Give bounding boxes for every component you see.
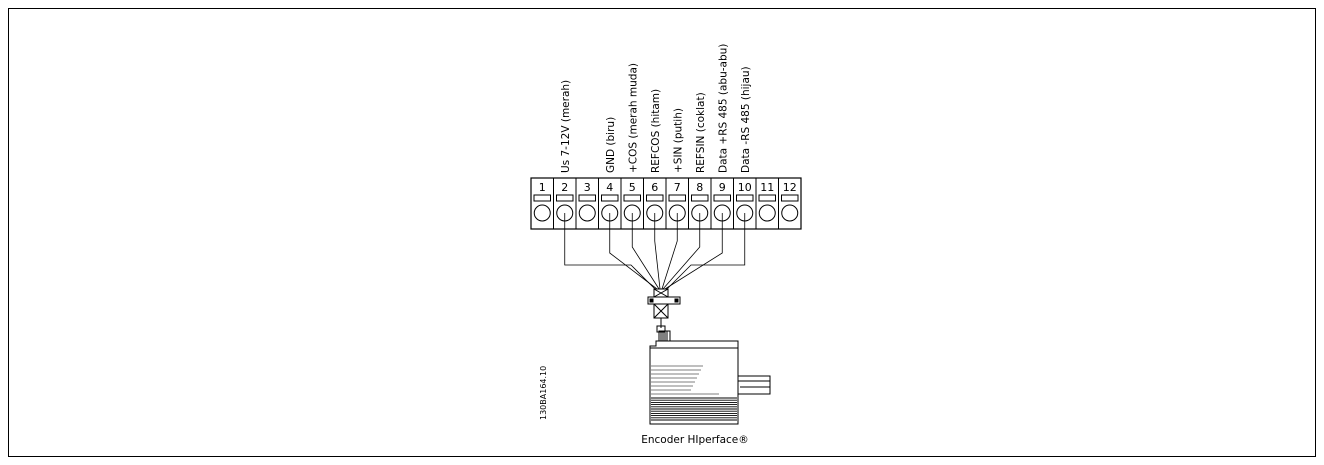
terminal-screw (533, 204, 551, 222)
figure-code: 130BA164.10 (539, 366, 548, 420)
wire-terminal-9 (664, 213, 723, 290)
terminal-label: Data -RS 485 (hijau) (740, 66, 752, 173)
terminal-clamp (601, 194, 619, 202)
wire-terminal-6 (654, 213, 661, 290)
encoder-label: Encoder HIperface® (641, 434, 749, 446)
terminal-number: 11 (760, 181, 774, 194)
terminal-clamp (781, 194, 799, 202)
encoder-body (649, 330, 771, 425)
terminal-clamp (646, 194, 664, 202)
terminal-label: REFCOS (hitam) (650, 89, 662, 173)
wire-terminal-10 (666, 213, 746, 290)
terminal-screw (578, 204, 596, 222)
terminal-number: 4 (606, 181, 613, 194)
terminal-number: 6 (651, 181, 658, 194)
terminal-label: REFSIN (coklat) (695, 92, 707, 173)
terminal-clamp (691, 194, 709, 202)
terminal-label: +COS (merah muda) (627, 63, 639, 173)
terminal-label: GND (biru) (605, 117, 617, 173)
wire-terminal-5 (631, 213, 660, 290)
terminal-clamp (533, 194, 551, 202)
terminal-number: 2 (561, 181, 568, 194)
wire-terminal-7 (661, 213, 678, 290)
cable-wires (564, 213, 746, 290)
terminal-number: 3 (584, 181, 591, 194)
terminal-number: 12 (783, 181, 797, 194)
terminal-number: 8 (696, 181, 703, 194)
terminal-clamp (556, 194, 574, 202)
cable-connector (647, 288, 681, 333)
terminal-number: 1 (539, 181, 546, 194)
terminal-clamp (758, 194, 776, 202)
terminal-screw (758, 204, 776, 222)
terminal-number: 7 (674, 181, 681, 194)
terminal-label: +SIN (putih) (672, 108, 684, 173)
terminal-number: 10 (738, 181, 752, 194)
wire-terminal-2 (564, 213, 656, 290)
terminal-label: Us 7-12V (merah) (560, 80, 572, 173)
terminal-number: 9 (719, 181, 726, 194)
encoder-shading (651, 365, 737, 421)
terminal-screw (781, 204, 799, 222)
terminal-clamp (713, 194, 731, 202)
terminal-clamp (578, 194, 596, 202)
terminal-clamp (736, 194, 754, 202)
wire-terminal-4 (609, 213, 658, 290)
terminal-clamp (623, 194, 641, 202)
terminal-label: Data +RS 485 (abu-abu) (717, 44, 729, 173)
wire-terminal-8 (662, 213, 701, 290)
terminal-number: 5 (629, 181, 636, 194)
terminal-clamp (668, 194, 686, 202)
diagram-frame (8, 8, 1316, 457)
terminal-labels: Us 7-12V (merah) GND (biru) +COS (merah mu… (560, 44, 752, 173)
